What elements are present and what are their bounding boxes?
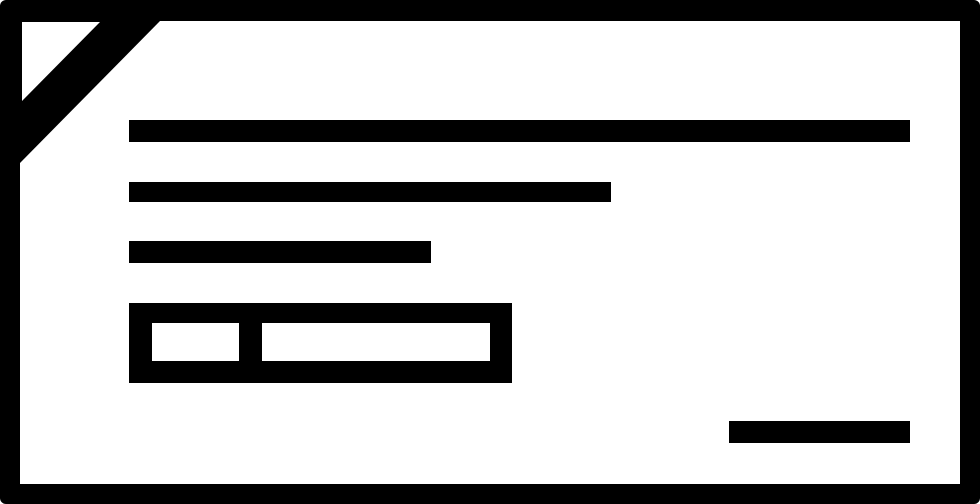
corner-fold xyxy=(22,22,100,101)
amount-words-line xyxy=(129,182,611,202)
amount-box-cell-currency xyxy=(152,323,239,361)
memo-line xyxy=(129,241,431,263)
amount-box-cell-value xyxy=(262,323,490,361)
signature-line xyxy=(729,421,910,443)
payee-line xyxy=(129,120,910,142)
